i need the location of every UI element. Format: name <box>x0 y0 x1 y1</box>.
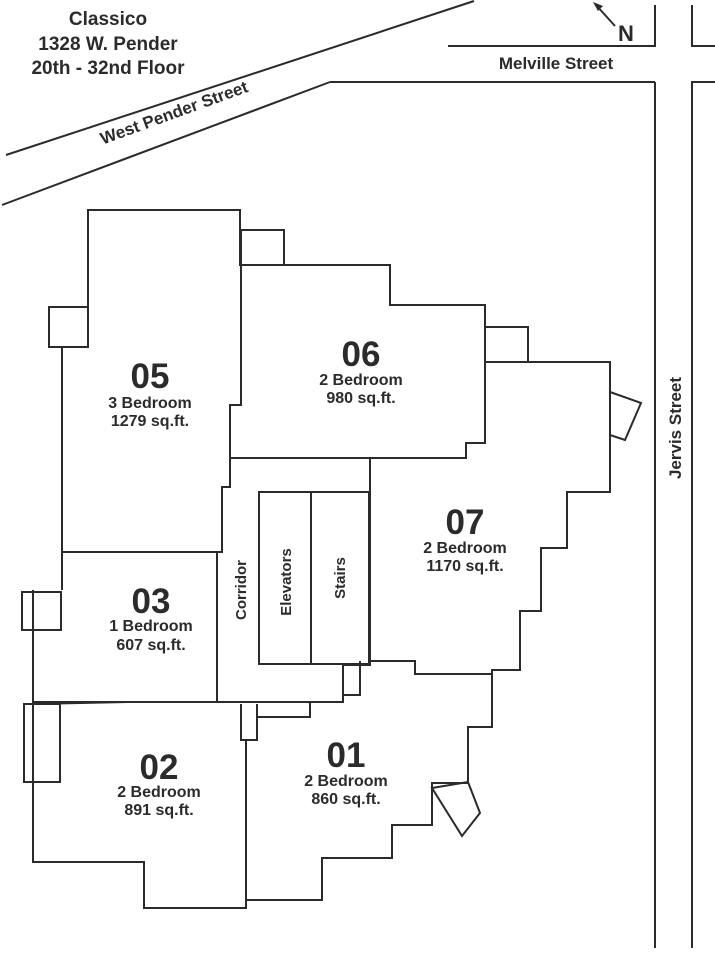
melville-street-label: Melville Street <box>499 54 614 73</box>
unit-01-walls <box>245 674 493 901</box>
floor-outline <box>21 209 643 909</box>
unit-06-label: 06 2 Bedroom 980 sq.ft. <box>319 335 403 407</box>
street-edge <box>1 81 331 206</box>
unit-type: 3 Bedroom <box>108 395 192 412</box>
unit-type: 2 Bedroom <box>304 773 388 790</box>
north-arrow-icon: N <box>593 2 634 46</box>
building-address: 1328 W. Pender <box>38 34 178 55</box>
unit-area: 1279 sq.ft. <box>111 413 189 430</box>
building-title: Classico 1328 W. Pender 20th - 32nd Floo… <box>31 9 185 79</box>
unit-type: 2 Bedroom <box>423 540 507 557</box>
balcony <box>48 306 89 348</box>
unit-number: 05 <box>131 357 170 396</box>
unit-02-label: 02 2 Bedroom 891 sq.ft. <box>117 748 201 819</box>
west-pender-street-label: West Pender Street <box>98 77 251 148</box>
melville-street: Melville Street <box>330 5 656 83</box>
unit-area: 1170 sq.ft. <box>426 558 503 575</box>
unit-number: 06 <box>342 335 381 374</box>
unit-03-walls <box>62 486 230 553</box>
west-pender-street: West Pender Street <box>1 0 475 206</box>
balcony <box>21 591 62 631</box>
unit-06-walls <box>370 362 486 459</box>
street-edge <box>691 5 715 47</box>
elevators-label: Elevators <box>278 548 295 616</box>
unit-02-walls <box>32 701 217 705</box>
jervis-street-label: Jervis Street <box>666 377 685 479</box>
street-edge <box>5 0 475 156</box>
unit-07-label: 07 2 Bedroom 1170 sq.ft. <box>423 503 507 575</box>
unit-03-label: 03 1 Bedroom 607 sq.ft. <box>109 582 193 654</box>
unit-number: 01 <box>327 736 366 775</box>
unit-area: 607 sq.ft. <box>116 637 185 654</box>
unit-area: 860 sq.ft. <box>311 791 380 808</box>
unit-01-label: 01 2 Bedroom 860 sq.ft. <box>304 736 388 808</box>
stairs-room <box>310 491 370 665</box>
building-name: Classico <box>69 9 147 30</box>
unit-number: 07 <box>446 503 485 542</box>
unit-type: 2 Bedroom <box>117 784 201 801</box>
corridor-walls <box>343 661 361 696</box>
corridor-label: Corridor <box>233 560 250 620</box>
unit-area: 980 sq.ft. <box>326 390 395 407</box>
unit-05-label: 05 3 Bedroom 1279 sq.ft. <box>108 357 192 430</box>
floor-range: 20th - 32nd Floor <box>31 58 185 79</box>
unit-number: 03 <box>132 582 171 621</box>
street-edge <box>448 5 656 47</box>
jervis-street: Jervis Street <box>654 5 715 948</box>
unit-type: 2 Bedroom <box>319 372 403 389</box>
stairs-label: Stairs <box>332 557 349 599</box>
balcony <box>484 326 529 363</box>
balcony <box>240 229 285 266</box>
unit-type: 1 Bedroom <box>109 618 193 635</box>
compass-letter: N <box>618 21 634 46</box>
unit-area: 891 sq.ft. <box>124 802 193 819</box>
balcony <box>430 780 482 838</box>
balcony <box>23 703 61 783</box>
street-edge <box>691 81 715 948</box>
unit-02-walls <box>240 702 311 741</box>
unit-number: 02 <box>140 748 179 787</box>
balcony <box>609 390 643 442</box>
unit-06-07-walls <box>230 264 611 675</box>
